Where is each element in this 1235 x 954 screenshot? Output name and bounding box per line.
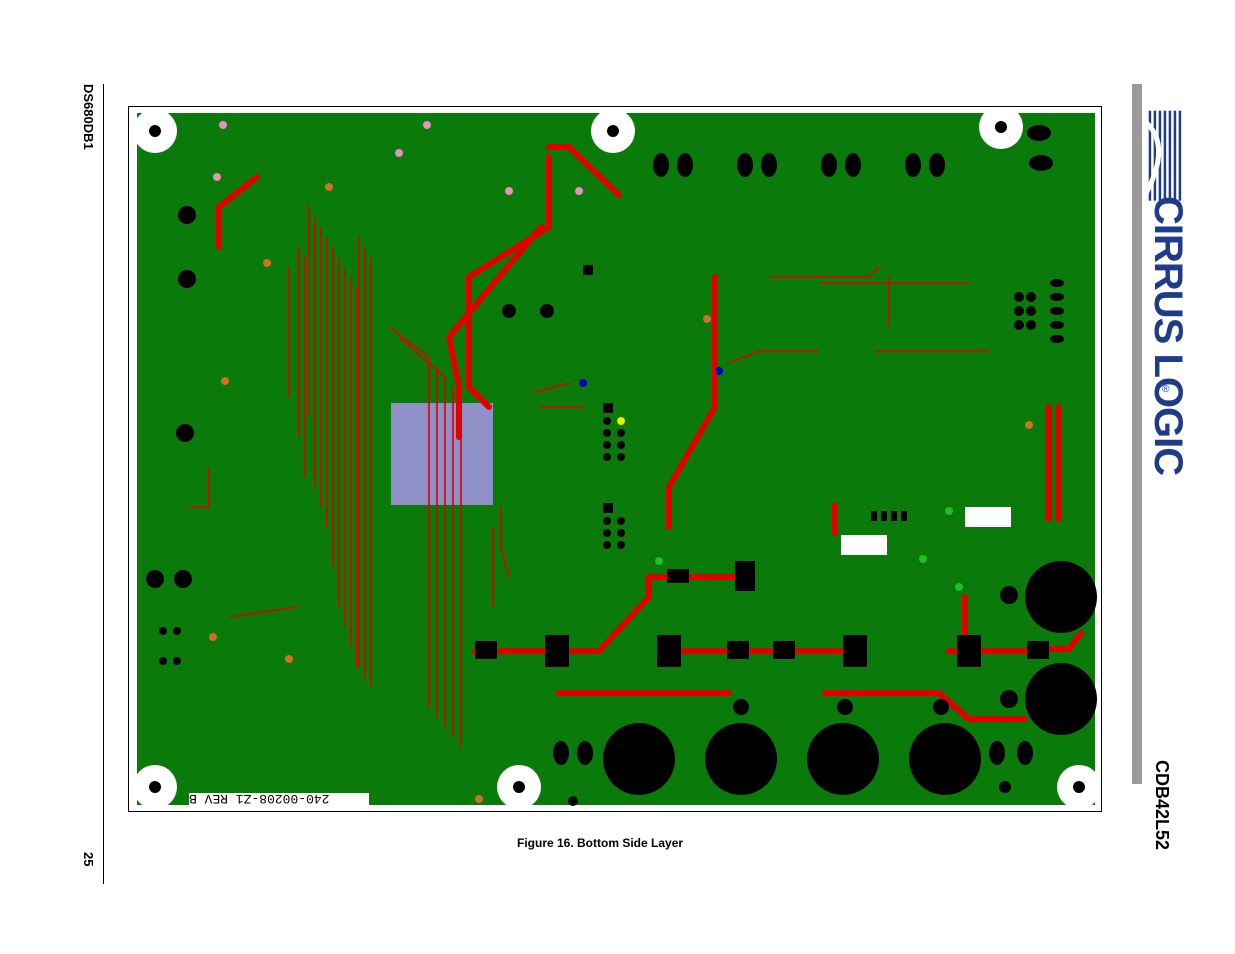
board-copper: [137, 113, 1095, 805]
cirrus-logo-icon: [1142, 110, 1182, 202]
figure-caption: Figure 16. Bottom Side Layer: [517, 836, 684, 850]
power-traces: [216, 144, 1084, 722]
logo-registered: ®: [1162, 384, 1170, 395]
pcb-bottom-layer: 240-00208-Z1 REV B: [128, 106, 1102, 812]
ic-pad-area: [391, 403, 493, 505]
page-number: 25: [81, 852, 96, 867]
logo-text: CIRRUS LOGIC: [1146, 196, 1190, 476]
left-rule: [103, 84, 104, 884]
through-hole-pads: [146, 125, 1053, 806]
doc-id: DS680DB1: [81, 84, 96, 150]
logo-bar: [1132, 84, 1142, 784]
pcb-artwork: 240-00208-Z1 REV B: [133, 107, 1101, 809]
vias: [209, 121, 1033, 803]
large-capacitor-pads: [603, 561, 1097, 795]
silk-label-area: [189, 793, 369, 807]
pin1-marker: [617, 417, 625, 425]
product-name: CDB42L52: [1152, 760, 1172, 851]
signal-traces: [189, 205, 989, 747]
board-silk-text: 240-00208-Z1 REV B: [189, 791, 330, 806]
smd-pads: [475, 265, 1049, 667]
silk-rectangles: [841, 507, 1011, 555]
